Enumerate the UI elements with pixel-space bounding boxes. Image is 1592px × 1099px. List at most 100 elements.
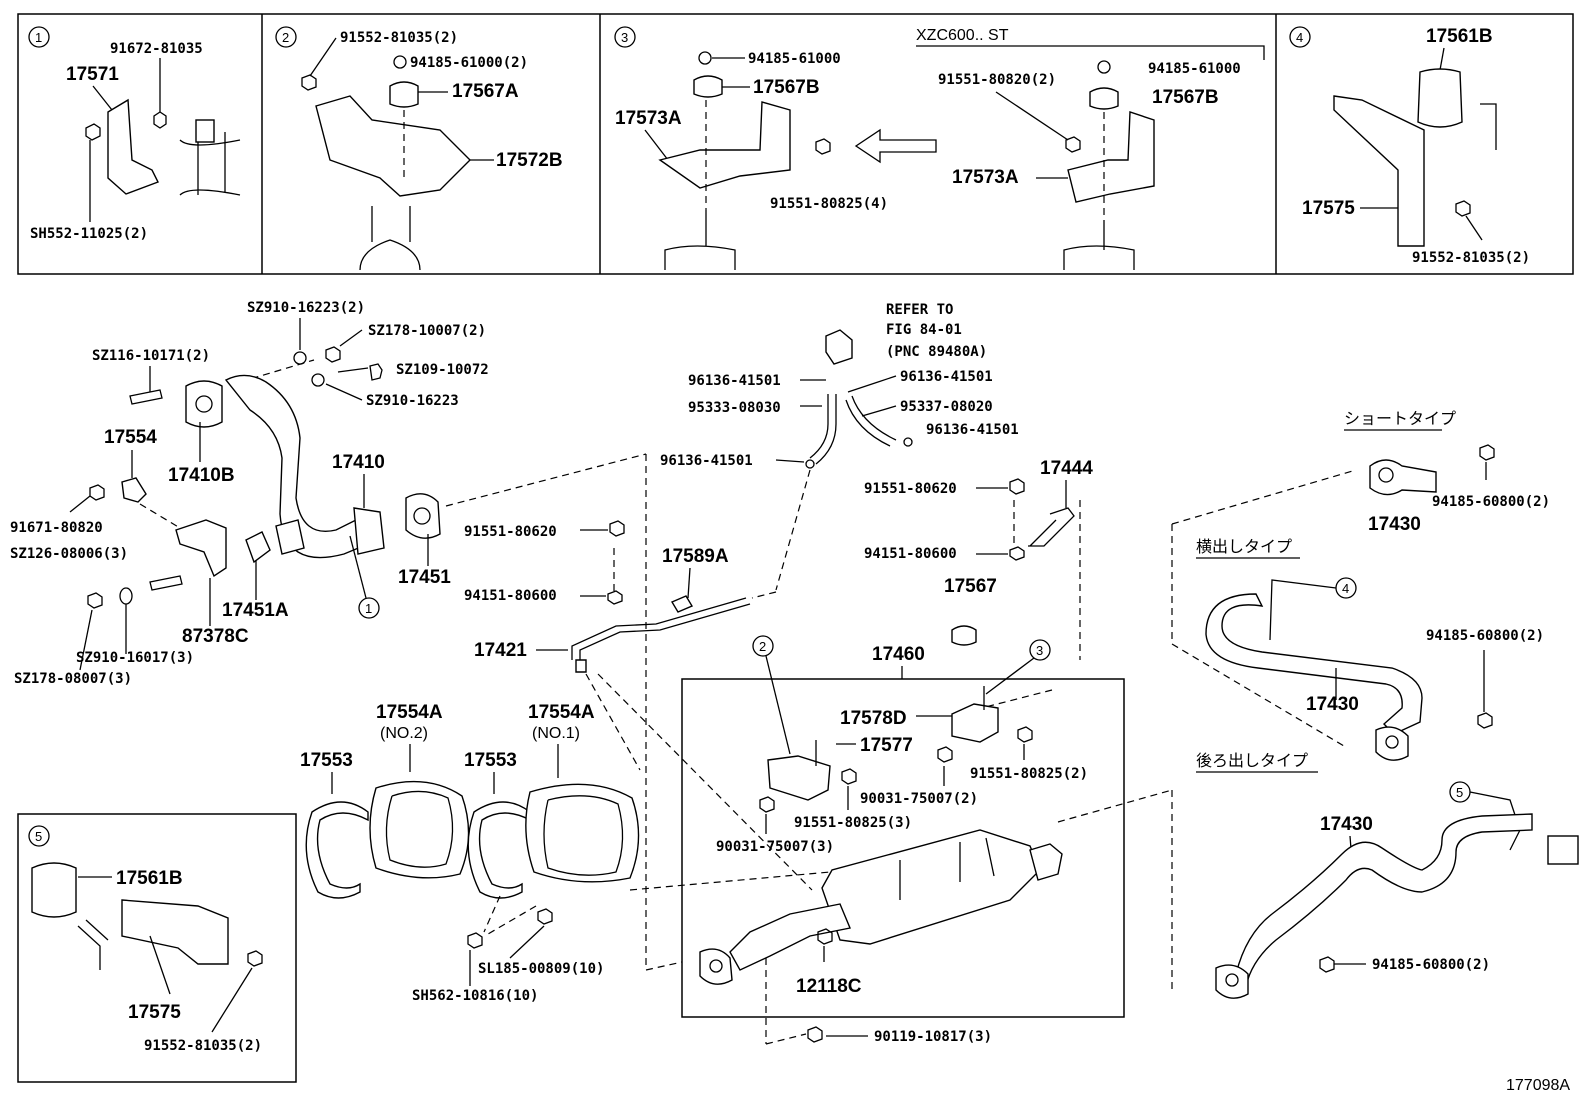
label-17430-short: 17430	[1368, 514, 1421, 535]
label-90031-75007-2: 90031-75007(2)	[860, 791, 978, 807]
gasket-17451-shape	[405, 493, 441, 539]
callout-5-main: 5	[1456, 785, 1463, 800]
pipe-17444-shape	[1028, 507, 1075, 547]
inset-3: 3 94185-61000 17567B 17573A 91551-80825(…	[614, 26, 1265, 270]
label-95337-08020: 95337-08020	[900, 399, 993, 415]
variant-label-xzc600: XZC600.. ST	[916, 27, 1009, 44]
label-17554A-no2: 17554A	[376, 702, 443, 723]
label-91551-80825: 91551-80825(4)	[770, 196, 888, 212]
label-91551-80620-a: 91551-80620	[464, 524, 557, 540]
label-17567B-a: 17567B	[753, 77, 820, 98]
front-pipe-group: SZ910-16223(2) SZ178-10007(2) SZ116-1017…	[10, 300, 489, 687]
label-17577: 17577	[860, 735, 913, 756]
label-95333-08030: 95333-08030	[688, 400, 781, 416]
bracket-17577-shape	[767, 755, 831, 801]
label-17460: 17460	[872, 644, 925, 665]
top-inset-frame	[17, 13, 1574, 275]
tailpipe-short-group: ショートタイプ 94185-60800(2) 17430	[1344, 410, 1550, 535]
label-91551-80825-2: 91551-80825(2)	[970, 766, 1088, 782]
catalyst-17460-group: 17460 2 3 17578D 17577 91551-80825(2) 90…	[681, 635, 1125, 1018]
variant-rear-label: 後ろ出しタイプ	[1196, 752, 1308, 770]
rubber-hanger-17561B-top-shape	[1417, 68, 1463, 128]
callout-1-main: 1	[365, 601, 372, 616]
label-90031-75007-3: 90031-75007(3)	[716, 839, 834, 855]
label-17573A-a: 17573A	[615, 108, 682, 129]
label-91551-80820: 91551-80820(2)	[938, 72, 1056, 88]
variant-short-label: ショートタイプ	[1344, 410, 1456, 428]
label-17410: 17410	[332, 452, 385, 473]
bracket-17573A-shape-a	[658, 101, 791, 189]
insulator-17554A-no2-shape	[369, 780, 470, 879]
label-12118C: 12118C	[796, 976, 862, 997]
label-17572B: 17572B	[496, 150, 563, 171]
label-SZ116-10171: SZ116-10171(2)	[92, 348, 210, 364]
label-SZ109-10072: SZ109-10072	[396, 362, 489, 378]
pressure-sensor-shape	[825, 329, 853, 365]
label-17578D: 17578D	[840, 708, 907, 729]
label-17410B: 17410B	[168, 465, 235, 486]
label-17571: 17571	[66, 64, 119, 85]
inset-2-number: 2	[282, 30, 289, 45]
sensor-tube-group: REFER TO FIG 84-01 (PNC 89480A) 96136-41…	[464, 302, 1093, 771]
label-94185-60800-rear: 94185-60800(2)	[1372, 957, 1490, 973]
inset-1: 1 91672-81035 17571 SH552-11025(2)	[28, 26, 241, 242]
tailpipe-rear-group: 後ろ出しタイプ 5 17430 94185-60800(2)	[1196, 752, 1579, 999]
label-SZ910-16017: SZ910-16017(3)	[76, 650, 194, 666]
label-17430-rear: 17430	[1320, 814, 1373, 835]
label-91672-81035: 91672-81035	[110, 41, 203, 57]
label-94151-80600-b: 94151-80600	[864, 546, 957, 562]
label-17430-side: 17430	[1306, 694, 1359, 715]
label-87378C: 87378C	[182, 626, 249, 647]
diagram-id: 177098A	[1506, 1077, 1570, 1094]
bracket-17573A-shape-b	[1067, 111, 1155, 203]
label-17567B-b: 17567B	[1152, 87, 1219, 108]
insulator-17553-a-shape	[305, 801, 369, 899]
label-17451: 17451	[398, 567, 451, 588]
label-17554A-no1: 17554A	[528, 702, 595, 723]
label-96136-41501-d: 96136-41501	[660, 453, 753, 469]
label-91552-81035: 91552-81035(2)	[340, 30, 458, 46]
callout-2-main: 2	[759, 639, 766, 654]
label-SZ910-16223-2: SZ910-16223(2)	[247, 300, 365, 316]
insulators-group: 17554A (NO.2) 17554A (NO.1) 17553 17553 …	[300, 702, 640, 1004]
catalyst-body-shape	[821, 829, 1041, 945]
callout-4-main: 4	[1342, 581, 1349, 596]
label-17573A-b: 17573A	[952, 167, 1019, 188]
label-SH552-11025: SH552-11025(2)	[30, 226, 148, 242]
label-94151-80600-a: 94151-80600	[464, 588, 557, 604]
label-SZ178-10007: SZ178-10007(2)	[368, 323, 486, 339]
label-SZ126-08006: SZ126-08006(3)	[10, 546, 128, 562]
label-91551-80825-3: 91551-80825(3)	[794, 815, 912, 831]
label-17561B: 17561B	[116, 868, 183, 889]
refer-line-2: FIG 84-01	[886, 322, 962, 338]
hose-95333-shape	[809, 394, 837, 465]
label-17575: 17575	[128, 1002, 181, 1023]
label-17451A: 17451A	[222, 600, 289, 621]
label-17444: 17444	[1040, 458, 1093, 479]
label-94185-60800-side: 94185-60800(2)	[1426, 628, 1544, 644]
pipe-17421-shape	[571, 597, 751, 660]
label-17553-a: 17553	[300, 750, 353, 771]
label-no2: (NO.2)	[380, 725, 428, 742]
label-91552-81035: 91552-81035(2)	[144, 1038, 262, 1054]
label-91551-80620-b: 91551-80620	[864, 481, 957, 497]
bracket-17575-top-shape	[1333, 95, 1425, 247]
insulator-17553-b-shape	[467, 801, 531, 899]
label-17575-top: 17575	[1302, 198, 1355, 219]
label-91552-81035-top: 91552-81035(2)	[1412, 250, 1530, 266]
inset-4: 4 17561B 17575 91552-81035(2)	[1289, 26, 1530, 266]
label-96136-41501-b: 96136-41501	[900, 369, 993, 385]
label-17589A: 17589A	[662, 546, 729, 567]
label-94185-61000: 94185-61000(2)	[410, 55, 528, 71]
tailpipe-side-shape	[1205, 593, 1423, 735]
bracket-17572B-shape	[315, 95, 471, 197]
bracket-17571-shape	[107, 98, 159, 195]
bracket-87378C-shape	[175, 519, 227, 578]
rubber-hanger-17561B-shape	[31, 862, 77, 918]
label-SH562-10816: SH562-10816(10)	[412, 988, 538, 1004]
label-no1: (NO.1)	[532, 725, 580, 742]
label-SZ178-08007: SZ178-08007(3)	[14, 671, 132, 687]
inset-3-number: 3	[621, 30, 628, 45]
label-17553-b: 17553	[464, 750, 517, 771]
